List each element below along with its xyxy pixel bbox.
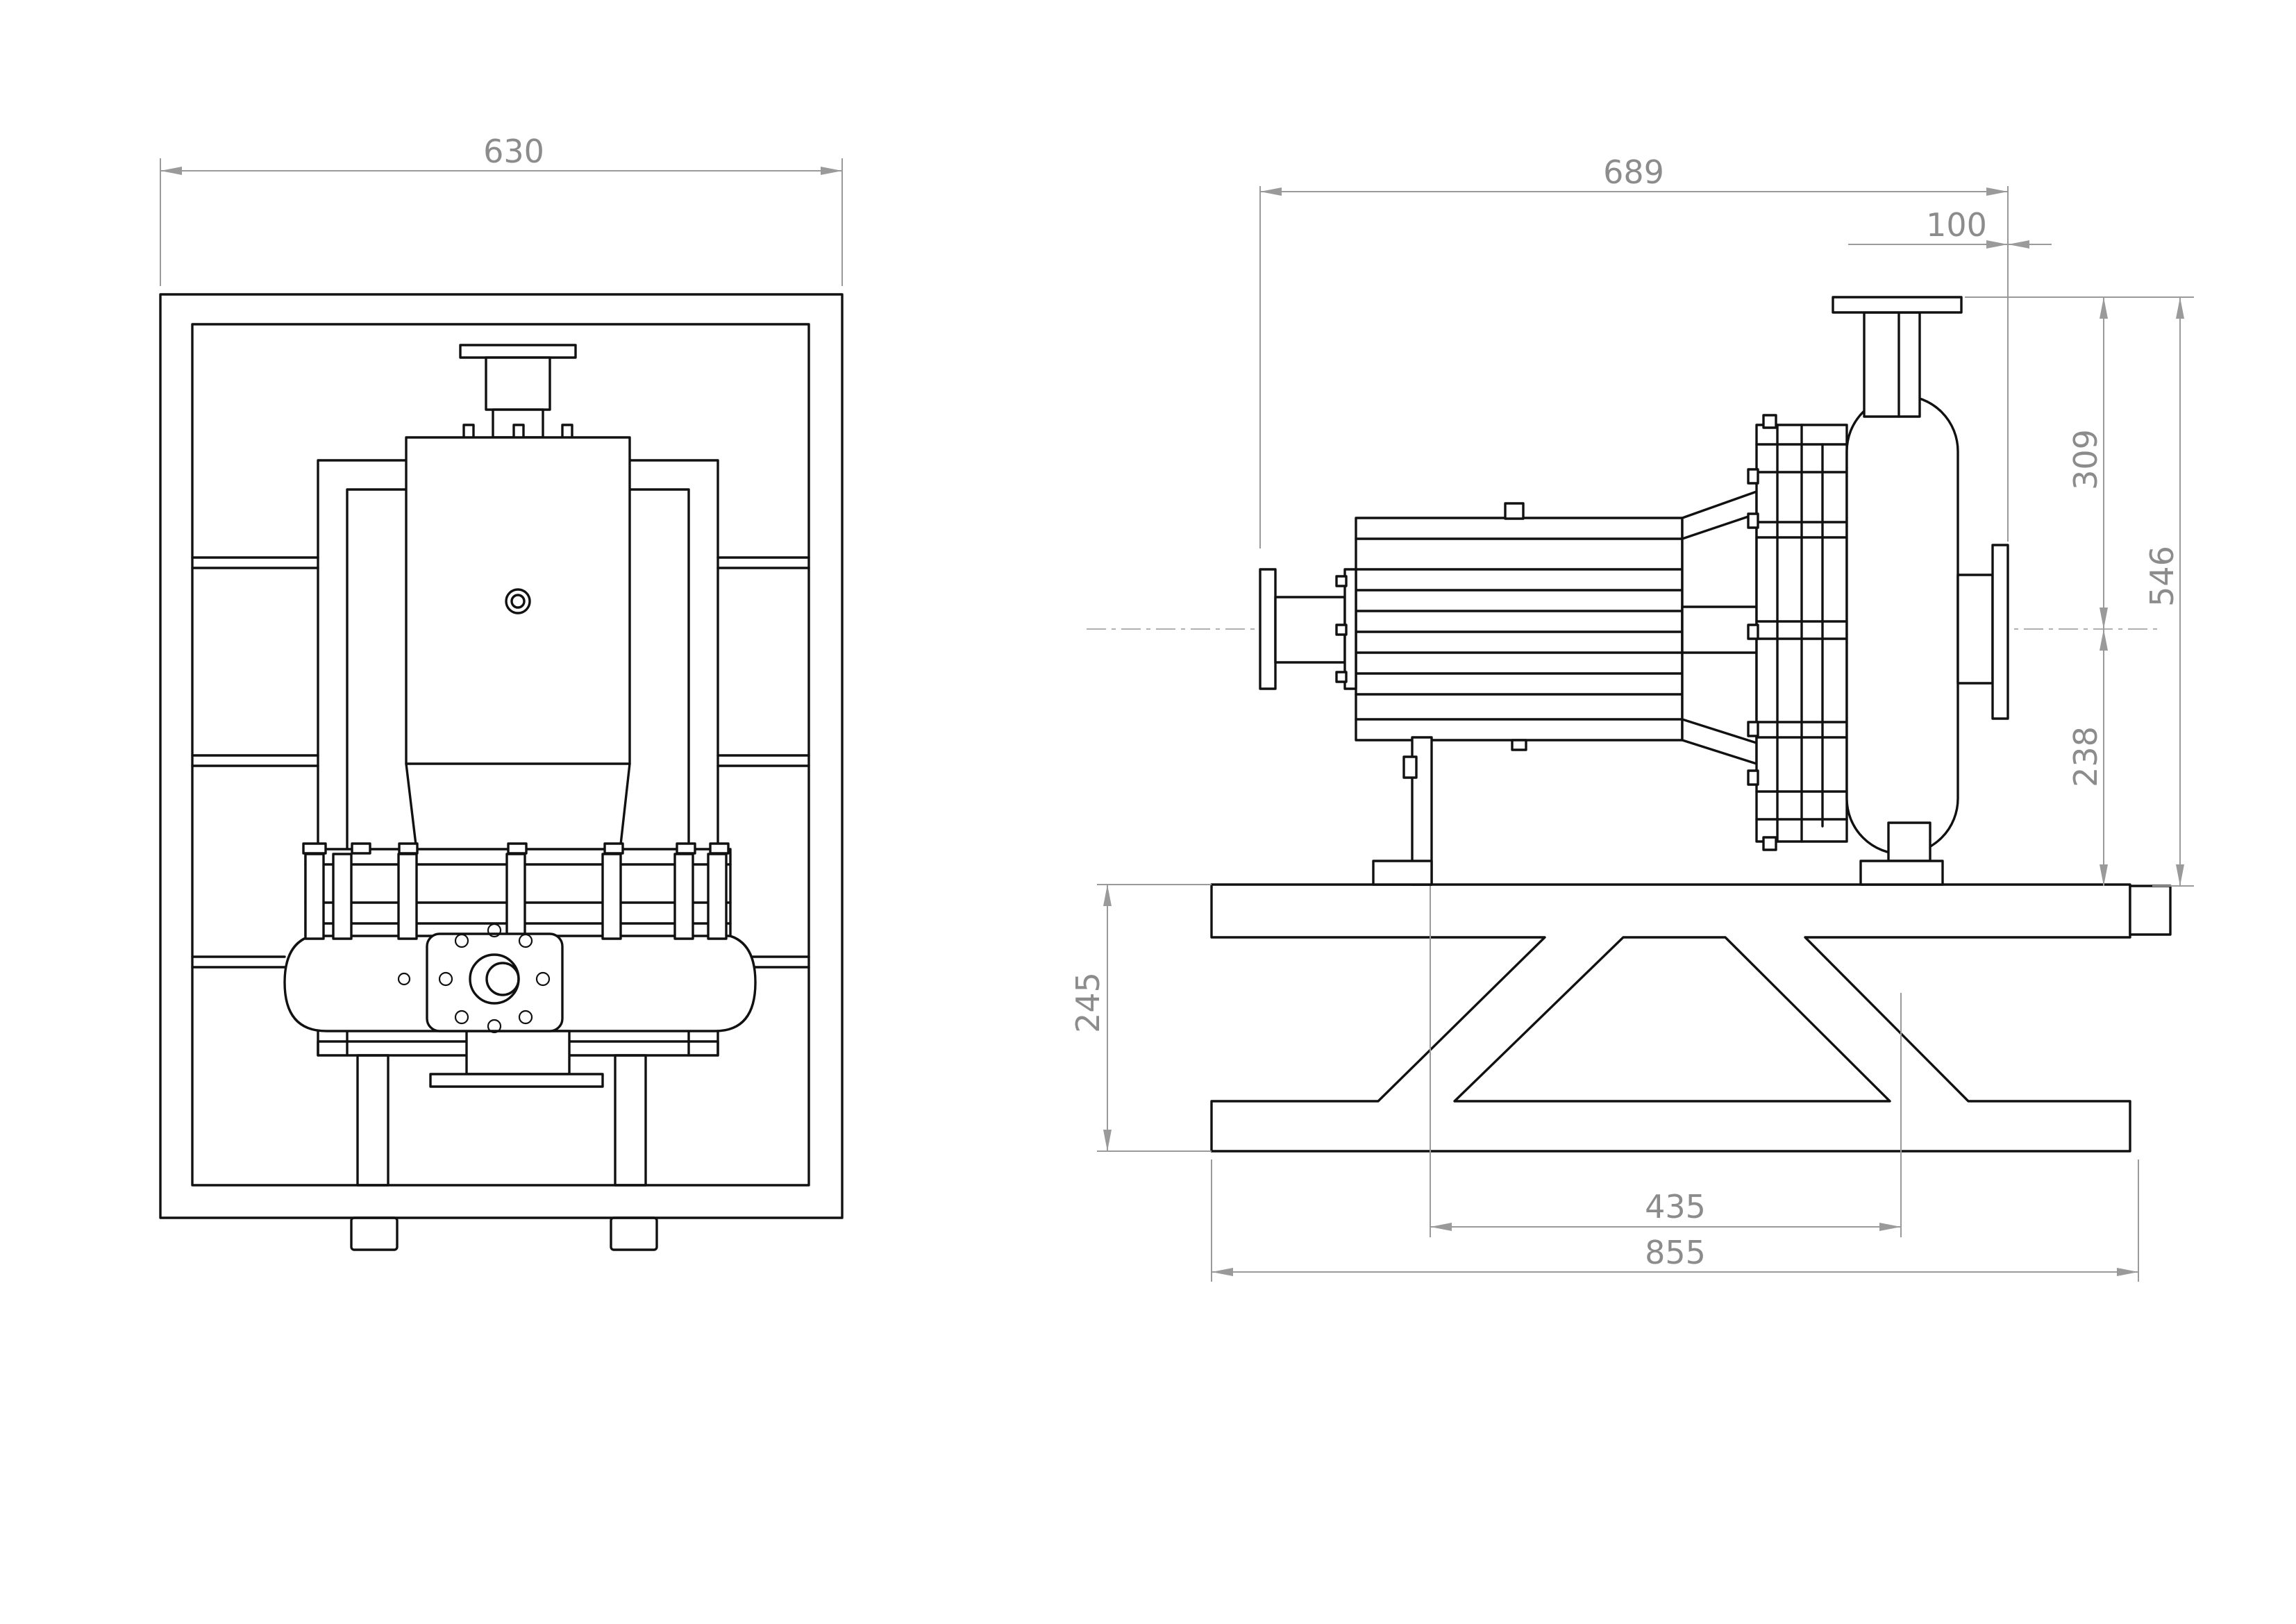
dim-text-630: 630	[483, 133, 544, 170]
dim-text-100: 100	[1926, 206, 1987, 244]
dim-frame-height: 245	[1069, 884, 1212, 1152]
side-bell-housing	[1681, 490, 1758, 765]
side-view: 689 100 309 238 546	[1069, 153, 2194, 1282]
dim-text-546: 546	[2143, 546, 2181, 607]
front-motor-port	[505, 588, 531, 614]
dim-frame-length: 855	[1211, 1160, 2139, 1282]
dim-text-435: 435	[1645, 1188, 1706, 1225]
side-outlet-flange	[1956, 544, 2009, 720]
side-motor-bracket	[1372, 736, 1433, 886]
dim-text-855: 855	[1645, 1234, 1706, 1271]
side-motor	[1355, 502, 1684, 751]
front-motor-taper-right	[619, 762, 631, 852]
dim-frame-inner: 435	[1430, 886, 1902, 1237]
dim-text-245: 245	[1069, 972, 1107, 1033]
front-top-flange	[459, 344, 577, 440]
side-volute-casing	[1832, 296, 1963, 886]
front-view: 630	[159, 133, 844, 1251]
side-frame-end-cap	[2129, 885, 2172, 936]
dim-front-width: 630	[160, 133, 843, 286]
dim-text-309: 309	[2067, 429, 2104, 490]
front-bottom-flange	[397, 923, 604, 1088]
side-pump-stack	[1747, 414, 1862, 851]
side-base-frame	[1210, 883, 2172, 1153]
front-foot-right	[610, 1216, 658, 1251]
front-motor-body	[405, 436, 631, 765]
dim-outlet-offset: 100	[1848, 206, 2052, 267]
dim-vertical-heights: 309 238 546	[1965, 296, 2194, 887]
front-outer-frame	[159, 293, 844, 1219]
side-rear-flange	[1259, 568, 1357, 690]
front-foot-left	[350, 1216, 399, 1251]
front-motor-taper-left	[405, 762, 418, 852]
dim-text-689: 689	[1603, 153, 1664, 191]
dim-text-238: 238	[2067, 726, 2104, 787]
